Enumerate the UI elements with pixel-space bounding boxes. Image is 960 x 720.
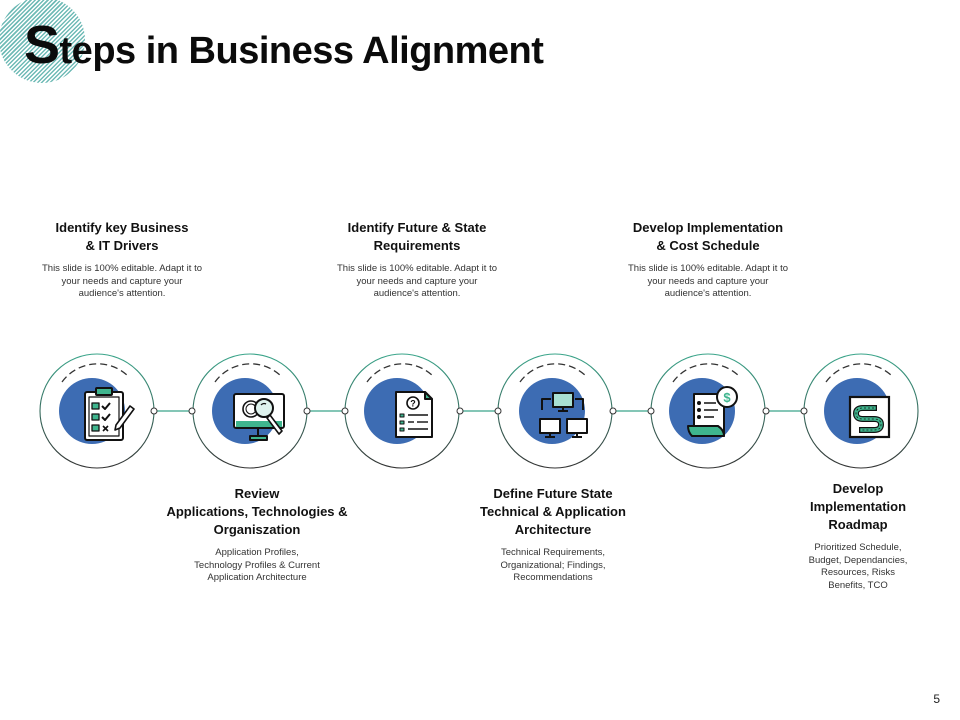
question-document-icon: ? (395, 391, 433, 438)
step-5-text: Develop Implementation & Cost Schedule T… (608, 219, 808, 301)
road-roadmap-icon (848, 395, 891, 439)
step-circle-4 (497, 353, 613, 469)
checklist-clipboard-icon (84, 387, 135, 441)
step-2-text: Review Applications, Technologies & Orga… (147, 485, 367, 585)
title-rest: teps in Business Alignment (59, 30, 544, 72)
title-decoration-circle (0, 0, 85, 83)
step-5-desc: This slide is 100% editable. Adapt it to… (627, 263, 788, 299)
step-6-title: Develop Implementation Roadmap (809, 481, 907, 532)
step-1-text: Identify key Business & IT Drivers This … (22, 219, 222, 301)
step-3-desc: This slide is 100% editable. Adapt it to… (336, 263, 497, 299)
monitor-magnifier-coins-icon (233, 393, 285, 441)
page-number: 5 (933, 692, 940, 706)
step-2-title: Review Applications, Technologies & Orga… (166, 486, 348, 537)
step-1-title: Identify key Business & IT Drivers (55, 220, 189, 253)
step-6-desc: Prioritized Schedule, Budget, Dependanci… (808, 542, 908, 591)
step-4-desc: Technical Requirements, Organizational; … (500, 547, 606, 583)
step-2-desc: Application Profiles, Technology Profile… (194, 547, 320, 583)
connector-nodes (150, 407, 808, 415)
step-3-text: Identify Future & State Requirements Thi… (317, 219, 517, 301)
step-6-text: Develop Implementation Roadmap Prioritiz… (778, 480, 938, 592)
step-5-title: Develop Implementation & Cost Schedule (632, 220, 784, 253)
page-title: Steps in Business Alignment (24, 18, 544, 73)
network-computers-icon (539, 392, 588, 438)
step-3-title: Identify Future & State Requirements (347, 220, 487, 253)
title-first-letter: S (24, 15, 60, 75)
step-4-text: Define Future State Technical & Applicat… (453, 485, 653, 585)
svg-text:$: $ (723, 390, 731, 405)
step-1-desc: This slide is 100% editable. Adapt it to… (41, 263, 202, 299)
invoice-dollar-icon: $ (687, 386, 738, 437)
step-4-title: Define Future State Technical & Applicat… (480, 486, 626, 537)
svg-text:?: ? (410, 399, 416, 409)
